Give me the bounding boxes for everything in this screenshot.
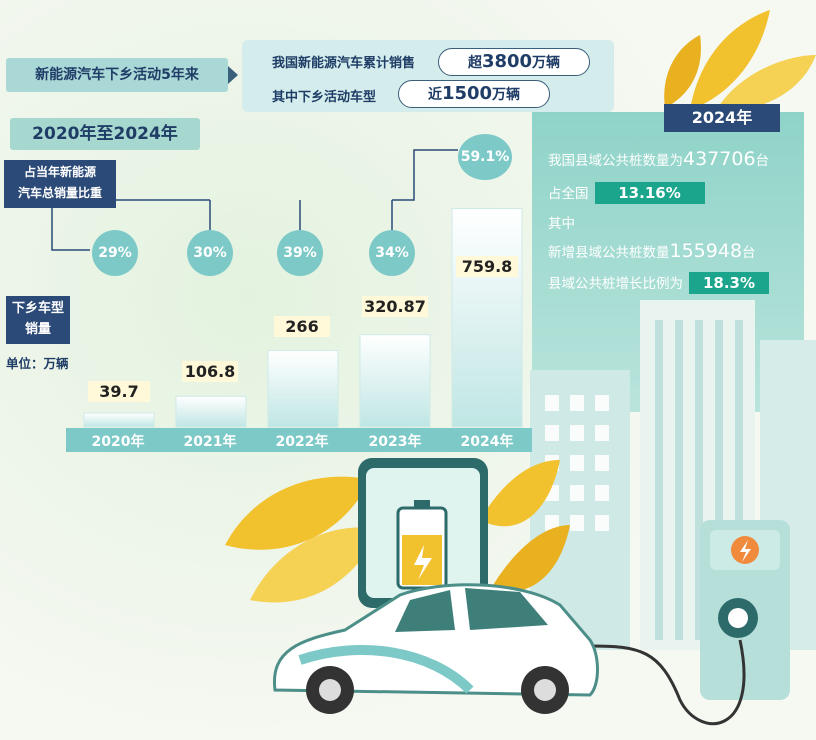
new-piles-value: 155948	[669, 240, 743, 262]
rural-sales-prefix: 近	[427, 87, 442, 103]
bar-label-2024: 759.8	[456, 256, 518, 277]
bar-label-2021: 106.8	[182, 361, 238, 382]
bar-label-2023: 320.87	[362, 296, 428, 317]
bar-2020年	[83, 412, 155, 428]
share-circle-2024: 59.1%	[458, 134, 512, 180]
charging-station	[700, 520, 790, 700]
x-tick-2024: 2024年	[460, 434, 514, 450]
county-piles-value: 437706	[683, 148, 756, 170]
national-share-value: 13.16%	[594, 182, 705, 204]
city-buildings	[530, 300, 816, 650]
x-axis-strip	[66, 428, 532, 452]
leaf-decoration-top	[664, 10, 816, 112]
bar-label-2022: 266	[274, 316, 330, 337]
rural-sales-value: 1500	[441, 83, 493, 104]
charging-cable	[589, 639, 746, 726]
national-share-label: 占全国	[548, 186, 589, 202]
total-sales-pill: 超3800万辆	[438, 48, 590, 76]
rural-sales-label: 其中下乡活动车型	[272, 90, 377, 105]
bar-2022年	[267, 350, 339, 428]
rural-sales-pill: 近1500万辆	[398, 80, 550, 108]
leaf-decoration-middle	[225, 460, 570, 603]
panel-year-tag: 2024年	[664, 104, 780, 132]
bar-2024年	[451, 208, 523, 428]
county-piles-unit: 台	[755, 153, 770, 169]
sales-label-line1: 下乡车型	[11, 301, 64, 316]
new-piles-line: 新增县域公共桩数量155948台	[548, 240, 756, 262]
share-connector-lines	[51, 149, 458, 251]
x-tick-2023: 2023年	[368, 434, 422, 450]
national-share-line: 占全国 13.16%	[548, 182, 705, 204]
x-tick-2022: 2022年	[275, 434, 329, 450]
total-sales-unit: 万辆	[532, 55, 561, 71]
sales-label-box: 下乡车型 销量	[6, 296, 70, 344]
bar-series	[83, 208, 523, 428]
share-label-line1: 占当年新能源	[23, 165, 96, 179]
total-sales-label: 我国新能源汽车累计销售	[272, 56, 416, 71]
growth-value: 18.3%	[689, 272, 769, 294]
car-illustration	[272, 583, 599, 714]
county-piles-line: 我国县域公共桩数量为437706台	[548, 148, 769, 170]
share-circle-2023: 34%	[369, 230, 415, 276]
phone-illustration	[358, 458, 488, 608]
bar-2023年	[359, 334, 431, 428]
bar-2021年	[175, 395, 247, 428]
among-label: 其中	[548, 216, 575, 232]
share-circle-2020: 29%	[92, 230, 138, 276]
x-tick-2020: 2020年	[91, 434, 145, 450]
intro-tag: 新能源汽车下乡活动5年来	[6, 58, 228, 92]
share-circle-2022: 39%	[277, 230, 323, 276]
sales-label-line2: 销量	[24, 322, 51, 337]
unit-label: 单位：万辆	[6, 356, 69, 371]
new-piles-unit: 台	[742, 245, 756, 261]
share-circle-2021: 30%	[187, 230, 233, 276]
intro-arrow	[228, 66, 238, 84]
bar-label-2020: 39.7	[88, 381, 150, 402]
period-tag: 2020年至2024年	[10, 118, 200, 150]
total-sales-value: 3800	[481, 51, 533, 72]
share-label-box: 占当年新能源 汽车总销量比重	[4, 160, 116, 208]
growth-label: 县域公共桩增长比例为	[548, 276, 683, 292]
rural-sales-unit: 万辆	[492, 87, 521, 103]
county-piles-label: 我国县域公共桩数量为	[548, 153, 683, 169]
growth-line: 县域公共桩增长比例为 18.3%	[548, 272, 769, 294]
total-sales-prefix: 超	[467, 55, 482, 71]
share-label-line2: 汽车总销量比重	[17, 186, 102, 200]
x-tick-2021: 2021年	[183, 434, 237, 450]
new-piles-label: 新增县域公共桩数量	[548, 245, 670, 261]
